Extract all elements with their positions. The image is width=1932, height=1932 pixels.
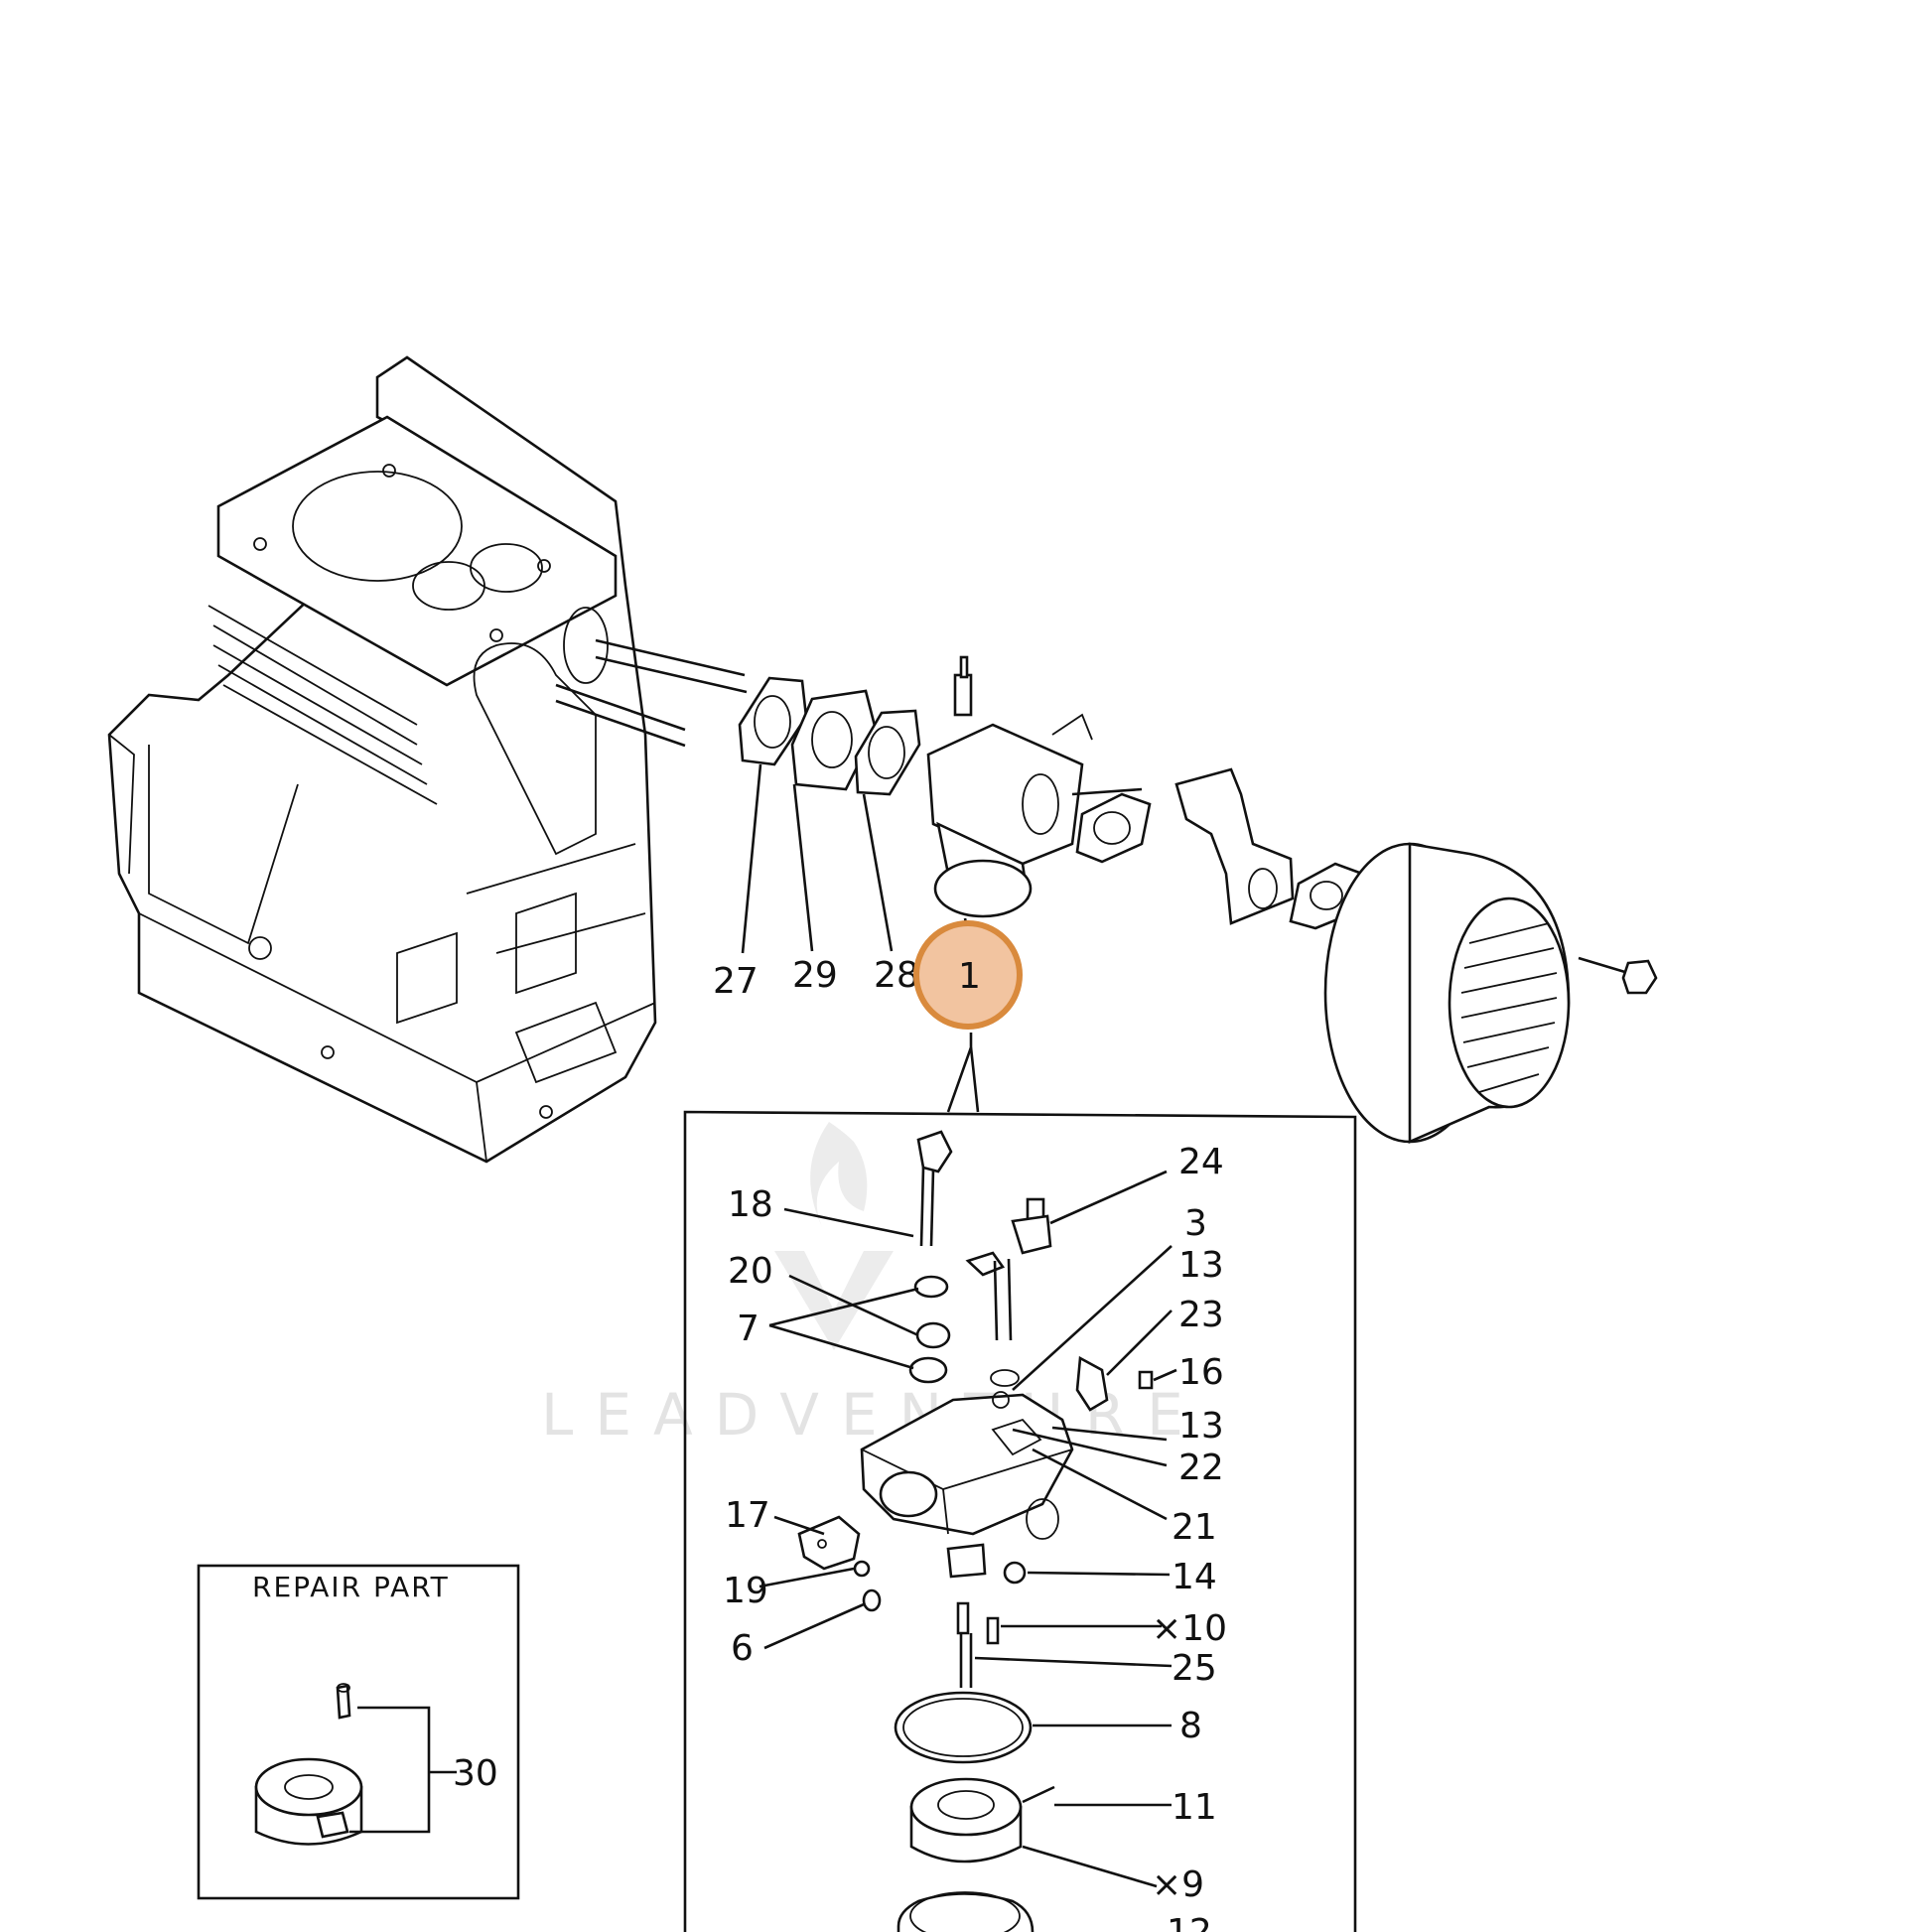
label-10: ×10 <box>1152 1608 1227 1649</box>
label-22: 22 <box>1178 1448 1224 1488</box>
detail-labels: 18 20 7 24 3 13 23 16 13 22 21 17 19 6 1… <box>723 1142 1227 1932</box>
engine-block <box>107 355 748 1164</box>
label-6: 6 <box>731 1628 754 1669</box>
label-28: 28 <box>874 955 919 996</box>
label-14: 14 <box>1172 1557 1217 1597</box>
label-17: 17 <box>725 1495 770 1536</box>
air-cleaner-cover <box>1323 842 1658 1144</box>
carburetor-assembly <box>926 655 1143 918</box>
label-13a: 13 <box>1178 1245 1224 1286</box>
label-13b: 13 <box>1178 1406 1224 1447</box>
label-9: ×9 <box>1152 1864 1204 1905</box>
label-25: 25 <box>1172 1648 1217 1689</box>
label-27: 27 <box>713 961 759 1002</box>
carburetor-detail-parts <box>797 1130 1154 1932</box>
detail-connector <box>946 1033 980 1113</box>
label-21: 21 <box>1172 1507 1217 1548</box>
insulator-29 <box>790 689 878 791</box>
label-8: 8 <box>1179 1706 1202 1746</box>
label-7: 7 <box>737 1309 759 1349</box>
repair-part-box: REPAIR PART 30 <box>197 1564 520 1900</box>
highlight-label: 1 <box>958 956 981 997</box>
label-23: 23 <box>1178 1295 1224 1335</box>
label-3: 3 <box>1184 1203 1207 1244</box>
highlight-circle[interactable] <box>913 920 1023 1030</box>
top-labels: 27 29 28 <box>713 955 919 1002</box>
label-11: 11 <box>1172 1787 1217 1828</box>
watermark: LEADVENTURE <box>541 1122 1205 1449</box>
detail-box: 18 20 7 24 3 13 23 16 13 22 21 17 19 6 1… <box>683 1110 1357 1932</box>
label-12: 12 <box>1167 1912 1212 1932</box>
gasket-27 <box>738 676 808 766</box>
label-20: 20 <box>728 1251 773 1292</box>
label-24: 24 <box>1178 1142 1224 1182</box>
repair-part-title: REPAIR PART <box>252 1571 450 1603</box>
label-29: 29 <box>792 955 838 996</box>
label-30: 30 <box>453 1753 498 1794</box>
highlight-callout-1[interactable]: 1 <box>913 920 1023 1030</box>
watermark-text: LEADVENTURE <box>541 1381 1205 1449</box>
cover-grille <box>1460 922 1558 1093</box>
label-18: 18 <box>728 1184 773 1225</box>
label-19: 19 <box>723 1571 768 1611</box>
detail-leader-lines <box>759 1170 1177 1888</box>
gasket-28 <box>854 709 921 796</box>
air-cleaner-bracket <box>1174 767 1295 925</box>
repair-part-30 <box>254 1683 457 1846</box>
label-16: 16 <box>1178 1352 1224 1393</box>
air-cleaner-gasket <box>1075 792 1152 864</box>
